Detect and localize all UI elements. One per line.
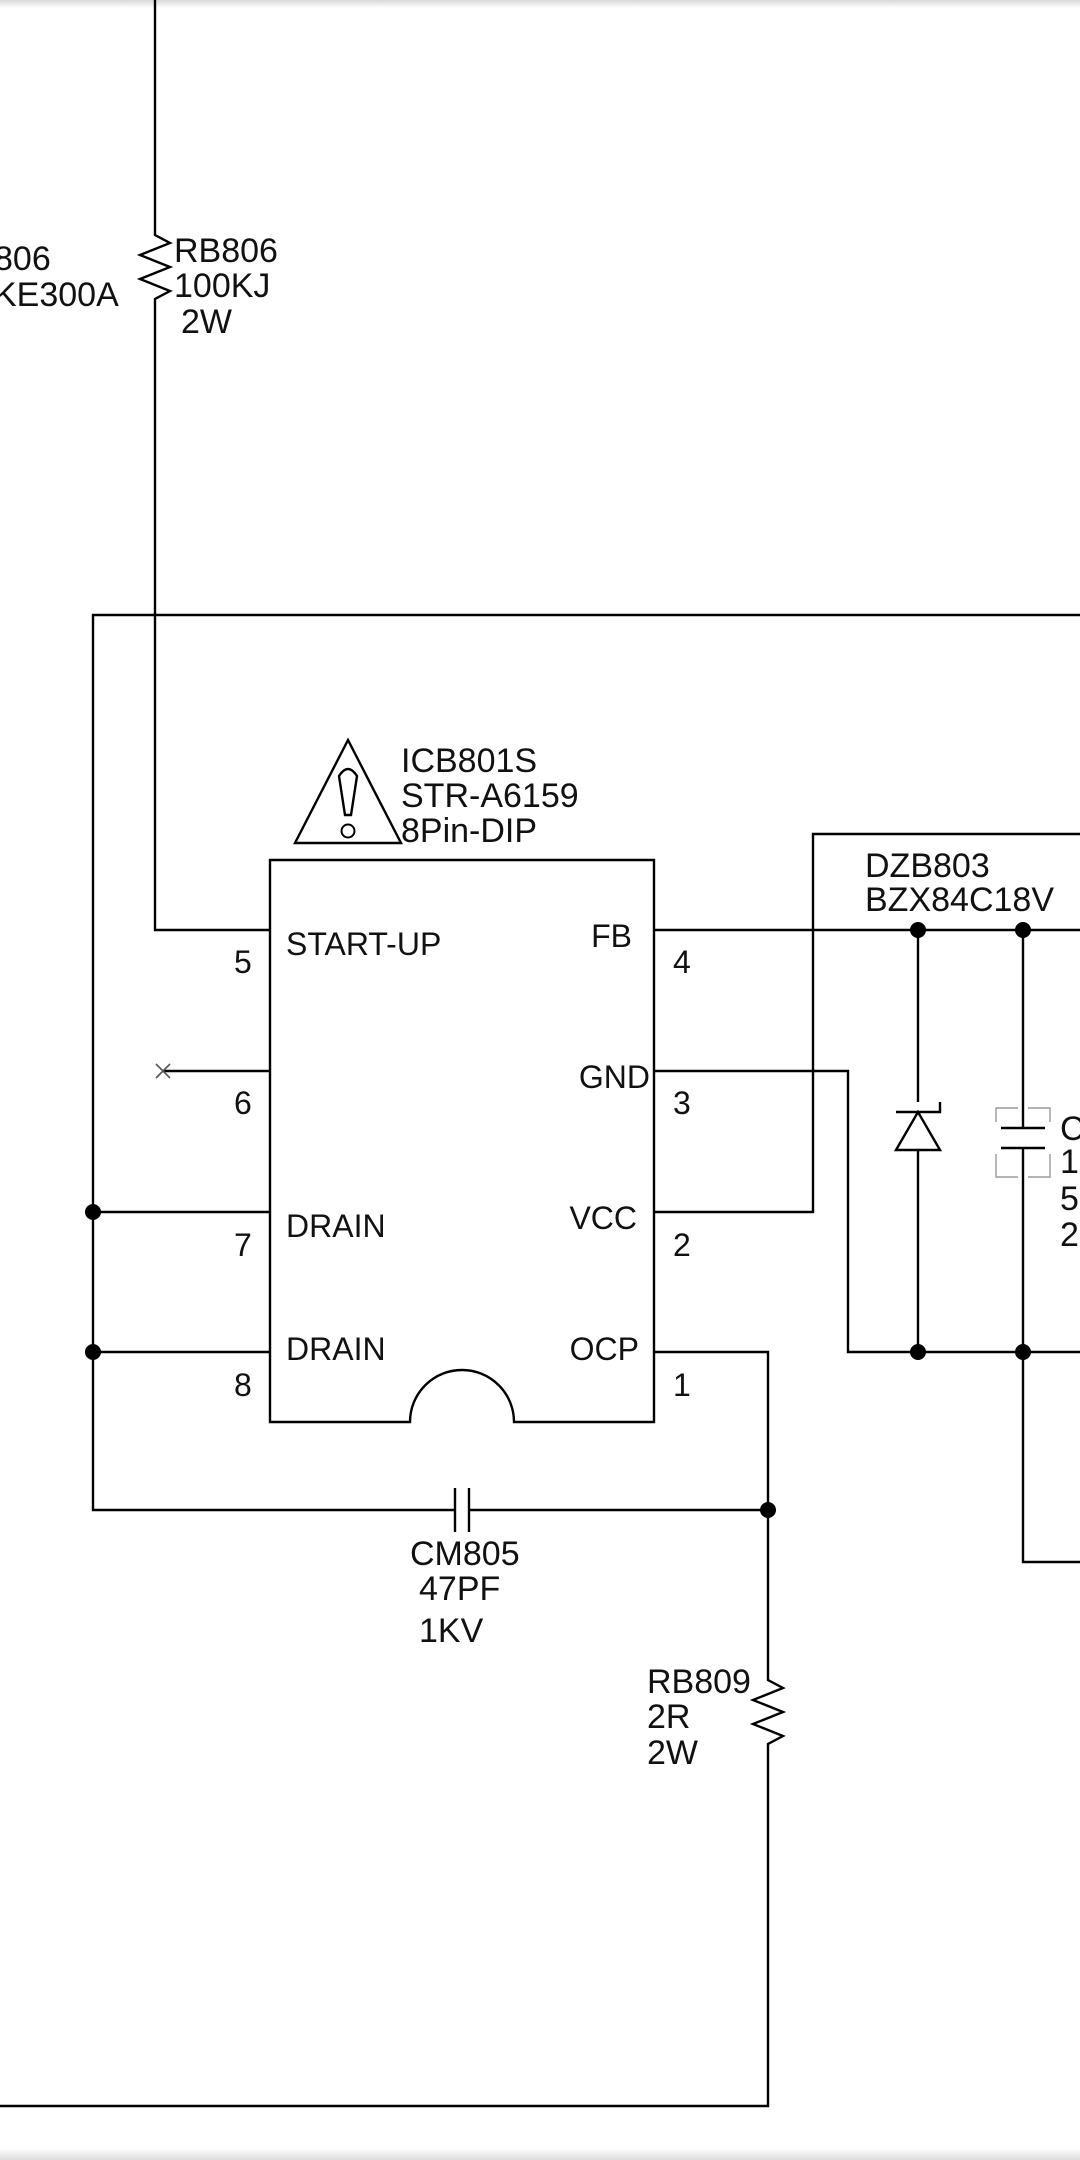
cut-cap-line2: 1: [1060, 1143, 1079, 1181]
pin8-name: DRAIN: [286, 1331, 386, 1367]
pin6-number: 6: [234, 1085, 252, 1121]
pin1-number: 1: [673, 1367, 691, 1403]
pin5-name: START-UP: [286, 926, 441, 962]
ic-body: [268, 858, 656, 1424]
ic-designator: ICB801S: [401, 742, 537, 780]
capacitor-cm805: CM805 47PF 1KV: [410, 1488, 768, 1650]
gnd-wire: [654, 1069, 1080, 1354]
ic-package: 8Pin-DIP: [401, 812, 537, 850]
cut-cap-line4: 2: [1060, 1216, 1079, 1254]
ocp-wire: [0, 1350, 787, 2108]
junction-dot: [760, 1502, 776, 1518]
pin7-name: DRAIN: [286, 1208, 386, 1244]
ic-part-number: STR-A6159: [401, 777, 579, 815]
cm805-rating: 1KV: [419, 1612, 484, 1650]
cm805-value: 47PF: [419, 1570, 500, 1608]
dzb803-ref: DZB803: [865, 847, 990, 885]
rb806-rating: 2W: [181, 303, 232, 341]
cut-cap-line3: 5: [1060, 1180, 1079, 1218]
left-cut-line2: KE300A: [0, 276, 119, 314]
left-cut-line1: 806: [0, 240, 51, 278]
pin3-name: GND: [579, 1059, 650, 1095]
rb809-value: 2R: [647, 1698, 690, 1736]
warning-triangle-icon: [293, 737, 403, 845]
bottom-edge-shadow: [0, 2148, 1080, 2160]
pin7-number: 7: [234, 1227, 252, 1263]
rb806-ref: RB806: [174, 232, 278, 270]
pin5-number: 5: [234, 944, 252, 980]
junction-dot: [85, 1344, 101, 1360]
no-connect-mark: [155, 1063, 171, 1079]
pin3-number: 3: [673, 1085, 691, 1121]
resistor-rb806: RB806 100KJ 2W: [136, 0, 278, 932]
pin8-number: 8: [234, 1367, 252, 1403]
cut-cap-line1: C: [1060, 1110, 1080, 1148]
ic-labels: ICB801S STR-A6159 8Pin-DIP: [401, 742, 579, 850]
cm805-ref: CM805: [410, 1535, 520, 1573]
junction-dot: [85, 1204, 101, 1220]
pin4-number: 4: [673, 944, 691, 980]
rb806-wire: [136, 0, 270, 932]
drain-bus-wire: [91, 613, 1080, 1512]
vcc-wire: [654, 832, 1080, 1214]
zener-diode-dzb803: DZB803 BZX84C18V: [865, 847, 1054, 1352]
pin1-name: OCP: [570, 1331, 639, 1367]
rb806-value: 100KJ: [174, 267, 270, 305]
left-cut-component-label: 806 KE300A: [0, 240, 119, 314]
resistor-rb809: RB809 2R 2W: [0, 1350, 787, 2108]
gnd-branch-wire: [1021, 1352, 1080, 1564]
capacitor-cut-off: C 1 5 2: [995, 930, 1080, 1352]
top-edge-shadow: [0, 0, 1080, 8]
dzb803-part: BZX84C18V: [865, 881, 1054, 919]
ic-icb801s: START-UP DRAIN DRAIN FB GND VCC OCP 5 6 …: [234, 858, 691, 1424]
pin2-name: VCC: [569, 1200, 637, 1236]
pin2-number: 2: [673, 1227, 691, 1263]
rb809-ref: RB809: [647, 1663, 751, 1701]
rb809-rating: 2W: [647, 1734, 698, 1772]
pin4-name: FB: [591, 918, 632, 954]
